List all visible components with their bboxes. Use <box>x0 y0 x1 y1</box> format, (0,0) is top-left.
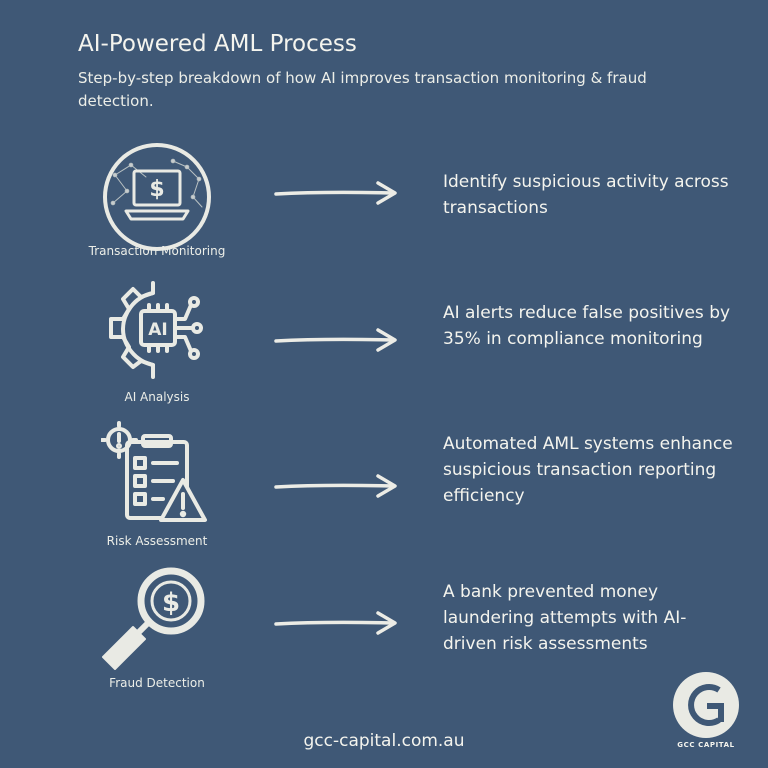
step-label-ai-analysis: AI Analysis <box>124 390 190 404</box>
step-label-risk-assessment: Risk Assessment <box>106 534 208 548</box>
checklist-warning-icon <box>101 418 213 530</box>
page-title: AI-Powered AML Process <box>78 31 357 57</box>
arrow-right-icon <box>272 327 400 353</box>
step-description-3: Automated AML systems enhance suspicious… <box>443 434 733 506</box>
step-label-transaction-monitoring: Transaction Monitoring <box>88 244 226 258</box>
arrow-right-icon <box>272 610 400 636</box>
step-description-2: AI alerts reduce false positives by 35% … <box>443 303 731 349</box>
magnifier-dollar-icon: $ <box>101 561 213 673</box>
logo-text: GCC CAPITAL <box>677 741 735 749</box>
ai-chip-gear-icon: AI <box>101 275 213 387</box>
step-label-fraud-detection: Fraud Detection <box>109 676 205 690</box>
page-subtitle: Step-by-step breakdown of how AI improve… <box>78 69 647 110</box>
laptop-dollar-icon: $ <box>101 141 213 253</box>
svg-text:$: $ <box>149 177 164 202</box>
svg-text:$: $ <box>162 588 180 618</box>
step-description-4: A bank prevented money laundering attemp… <box>443 582 687 654</box>
arrow-right-icon <box>272 180 400 206</box>
gcc-capital-logo: GCC CAPITAL <box>667 670 745 749</box>
arrow-right-icon <box>272 473 400 499</box>
svg-text:AI: AI <box>148 320 167 340</box>
step-description-1: Identify suspicious activity across tran… <box>443 172 729 218</box>
footer-url[interactable]: gcc-capital.com.au <box>303 731 465 751</box>
gcc-logo-icon <box>671 670 741 740</box>
